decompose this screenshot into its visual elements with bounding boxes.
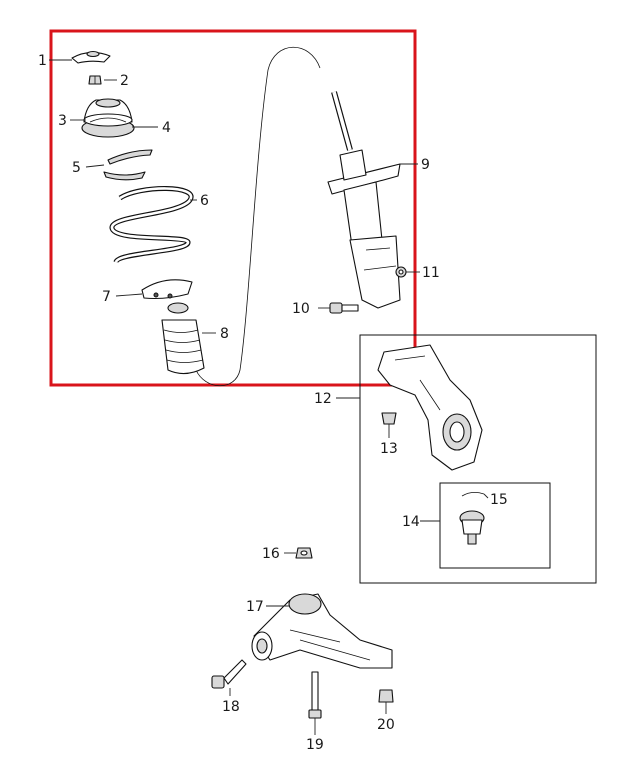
part-16-nut bbox=[295, 547, 313, 559]
callout-5: 5 bbox=[72, 160, 81, 176]
callout-6: 6 bbox=[200, 193, 209, 209]
callout-3: 3 bbox=[58, 113, 67, 129]
callout-10: 10 bbox=[292, 301, 310, 317]
part-10-bolt bbox=[329, 302, 359, 314]
callout-1: 1 bbox=[38, 53, 47, 69]
part-13-clip bbox=[381, 412, 397, 425]
part-3-4-strut-mount bbox=[81, 98, 135, 138]
part-6-coil-spring bbox=[109, 186, 194, 264]
part-2-nut bbox=[88, 75, 102, 85]
callout-16: 16 bbox=[262, 546, 280, 562]
callout-12: 12 bbox=[314, 391, 332, 407]
part-18-bolt bbox=[211, 659, 247, 689]
part-8-dust-boot bbox=[161, 302, 205, 375]
part-1-upper-cap bbox=[71, 50, 111, 64]
ball-joint-group-box bbox=[439, 482, 551, 569]
callout-2: 2 bbox=[120, 73, 129, 89]
callout-labels: 1 2 3 4 5 6 7 8 9 10 11 12 13 14 15 16 1… bbox=[38, 53, 508, 753]
callout-17: 17 bbox=[246, 599, 264, 615]
part-9-strut bbox=[327, 91, 401, 309]
knuckle-group-box bbox=[359, 334, 597, 584]
part-12-knuckle bbox=[377, 344, 483, 471]
strut-assembly-highlight-box bbox=[49, 29, 417, 387]
part-20-nut bbox=[378, 689, 394, 703]
assembly-bracket-line bbox=[195, 46, 321, 387]
callout-4: 4 bbox=[162, 120, 171, 136]
part-7-lower-seat bbox=[141, 279, 193, 300]
part-5-isolator bbox=[103, 149, 153, 181]
callout-19: 19 bbox=[306, 737, 324, 753]
part-19-bolt bbox=[308, 671, 322, 719]
callout-18: 18 bbox=[222, 699, 240, 715]
callout-13: 13 bbox=[380, 441, 398, 457]
callout-15: 15 bbox=[490, 492, 508, 508]
part-11-washer bbox=[395, 266, 407, 278]
callout-9: 9 bbox=[421, 157, 430, 173]
callout-14: 14 bbox=[402, 514, 420, 530]
part-17-lower-control-arm bbox=[251, 593, 393, 669]
leader-lines bbox=[49, 59, 489, 735]
callout-7: 7 bbox=[102, 289, 111, 305]
part-15-snap-ring bbox=[461, 492, 485, 497]
callout-8: 8 bbox=[220, 326, 229, 342]
callout-20: 20 bbox=[377, 717, 395, 733]
part-14-ball-joint bbox=[459, 510, 485, 545]
callout-11: 11 bbox=[422, 265, 440, 281]
